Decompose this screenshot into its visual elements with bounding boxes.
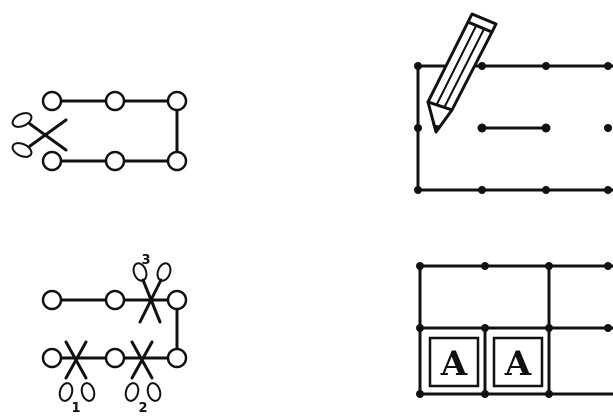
ring (106, 152, 124, 170)
step-label-1: 1 (71, 401, 80, 416)
pencil-icon (428, 14, 496, 132)
folded-pocket: A A (416, 262, 613, 398)
ring-chain-bottom (43, 291, 186, 367)
ring (43, 349, 61, 367)
scissors-icon (124, 342, 162, 402)
ring (43, 291, 61, 309)
ring (168, 152, 186, 170)
ring (168, 92, 186, 110)
scissors-icon (58, 342, 96, 402)
ring (168, 349, 186, 367)
step-label-3: 3 (141, 253, 150, 268)
ring (106, 92, 124, 110)
pocket-letter: A (504, 344, 532, 384)
ring (43, 92, 61, 110)
step-label-2: 2 (138, 401, 147, 416)
ring (43, 152, 61, 170)
ring (106, 291, 124, 309)
ring (168, 291, 186, 309)
pocket-letter: A (440, 344, 468, 384)
ring-chain-top (43, 92, 186, 170)
ring (106, 349, 124, 367)
scissors-icon (131, 261, 172, 322)
scissors-icon (10, 110, 66, 159)
